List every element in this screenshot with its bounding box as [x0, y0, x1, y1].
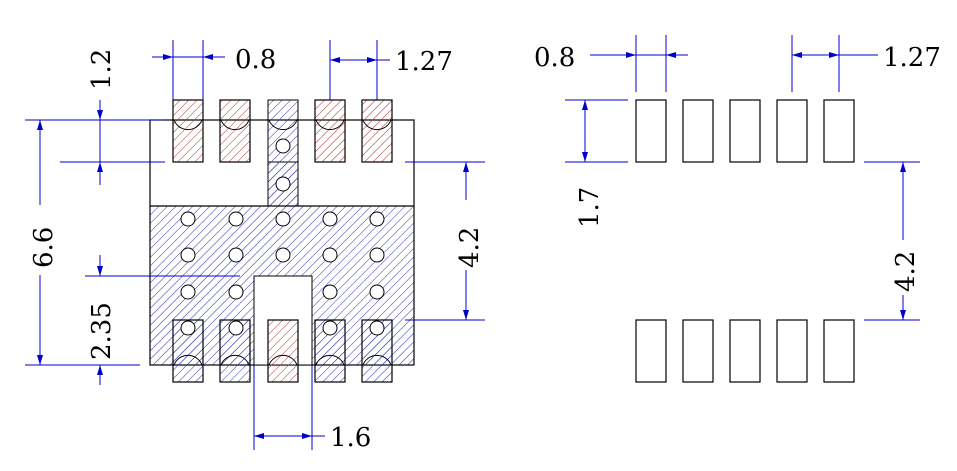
dim-label-1-6: 1.6	[330, 423, 371, 453]
via	[180, 284, 196, 300]
fp-dim-pad-width: 0.8	[534, 35, 688, 92]
via	[228, 320, 244, 336]
via	[369, 211, 385, 227]
via	[275, 176, 291, 192]
bottom-lead-arc-4	[315, 354, 345, 366]
dim-body-height: 6.6	[25, 120, 140, 366]
top-pad-5	[361, 99, 393, 163]
fp-bottom-pad-4	[776, 319, 808, 383]
bottom-pad-4	[314, 319, 346, 383]
dim-pitch-1-27: 1.27	[329, 40, 453, 100]
dim-label-1-2: 1.2	[87, 49, 117, 90]
via	[228, 284, 244, 300]
fp-dim-pad-height: 1.7	[565, 99, 628, 228]
dim-center-pad-width: 1.6	[253, 365, 371, 453]
fp-top-pad-2	[682, 99, 714, 163]
via	[275, 211, 291, 227]
dim-pad-length: 1.2	[25, 49, 165, 185]
top-lead-arc-4	[315, 119, 345, 131]
fp-bottom-pad-2	[682, 319, 714, 383]
fp-top-pad-3	[729, 99, 761, 163]
fp-dim-pitch: 1.27	[791, 35, 941, 92]
via	[275, 138, 291, 154]
fp-dim-row-gap: 4.2	[864, 161, 921, 321]
via	[369, 284, 385, 300]
top-pad-2	[219, 99, 251, 163]
bottom-lead-arc-3	[268, 354, 298, 366]
top-pad-4	[314, 99, 346, 163]
fp-dim-label-0-8: 0.8	[534, 43, 575, 73]
top-lead-arc-3	[268, 119, 298, 131]
via	[228, 211, 244, 227]
dim-label-6-6: 6.6	[29, 227, 59, 268]
dim-pad-pitch: 0.8	[152, 40, 276, 100]
dim-inner-gap: 4.2	[405, 161, 485, 321]
via	[180, 320, 196, 336]
via	[322, 320, 338, 336]
bottom-lead-arc-2	[220, 354, 250, 366]
top-pad-1	[172, 99, 204, 163]
via	[228, 247, 244, 263]
via	[275, 247, 291, 263]
thermal-vias	[180, 138, 385, 336]
via	[322, 284, 338, 300]
via	[180, 247, 196, 263]
footprint-view: 0.8 1.27 1.7 4.2	[534, 35, 941, 383]
fp-dim-label-4-2: 4.2	[891, 251, 921, 292]
fp-top-pad-5	[823, 99, 855, 163]
bottom-lead-arc-1	[173, 354, 203, 366]
fp-bottom-pad-1	[635, 319, 667, 383]
fp-top-pad-1	[635, 99, 667, 163]
footprint-bottom-pads	[635, 319, 855, 383]
bottom-pad-3	[267, 319, 299, 383]
dim-label-1-27: 1.27	[395, 47, 453, 77]
top-pads	[172, 99, 393, 163]
top-lead-arc-2	[220, 119, 250, 131]
dim-label-0-8: 0.8	[235, 45, 276, 75]
dim-center-offset: 2.35	[85, 255, 240, 385]
via	[322, 211, 338, 227]
via	[180, 211, 196, 227]
bottom-pads	[172, 319, 393, 383]
footprint-top-pads	[635, 99, 855, 163]
fp-bottom-pad-3	[729, 319, 761, 383]
fp-dim-label-1-27: 1.27	[883, 43, 941, 73]
dim-label-2-35: 2.35	[87, 302, 117, 360]
top-lead-arc-5	[362, 119, 392, 131]
via	[369, 247, 385, 263]
via	[369, 320, 385, 336]
package-view: 0.8 1.27 1.2 6.6	[25, 40, 485, 453]
dim-label-4-2-left: 4.2	[455, 227, 485, 268]
fp-dim-label-1-7: 1.7	[575, 187, 605, 228]
via	[322, 247, 338, 263]
bottom-pad-2	[219, 319, 251, 383]
top-lead-arc-1	[173, 119, 203, 131]
fp-top-pad-4	[776, 99, 808, 163]
fp-bottom-pad-5	[823, 319, 855, 383]
bottom-lead-arc-5	[362, 354, 392, 366]
